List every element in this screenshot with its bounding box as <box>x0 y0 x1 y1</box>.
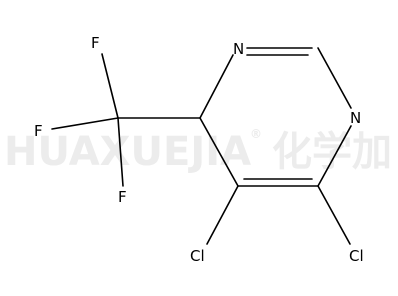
watermark: HUAXUEJIA ® 化学加 <box>4 127 392 175</box>
atom-labels: N N F F F Cl Cl <box>34 34 364 265</box>
bond-cf3-f-bottom <box>117 117 124 187</box>
bonds <box>51 47 352 245</box>
atom-f-bottom: F <box>118 188 127 206</box>
atom-f-left: F <box>34 122 43 140</box>
bond-cf3-f-top <box>101 53 119 119</box>
atom-cl-right: Cl <box>349 247 364 265</box>
watermark-registered: ® <box>250 127 262 141</box>
bond-c4-n3 <box>199 54 234 119</box>
atom-cl-left: Cl <box>190 247 205 265</box>
atom-f-top: F <box>91 34 100 52</box>
bond-cf3-f-left <box>51 117 119 130</box>
atom-n-right: N <box>350 109 361 127</box>
bond-n1-c6 <box>317 125 352 187</box>
bond-c6-cl <box>317 185 351 245</box>
bond-c2-n1 <box>317 47 352 109</box>
atom-n-top: N <box>233 40 244 58</box>
bond-c5-cl <box>206 185 239 245</box>
bond-c5-c4 <box>199 117 239 187</box>
watermark-cjk: 化学加 <box>272 129 392 175</box>
